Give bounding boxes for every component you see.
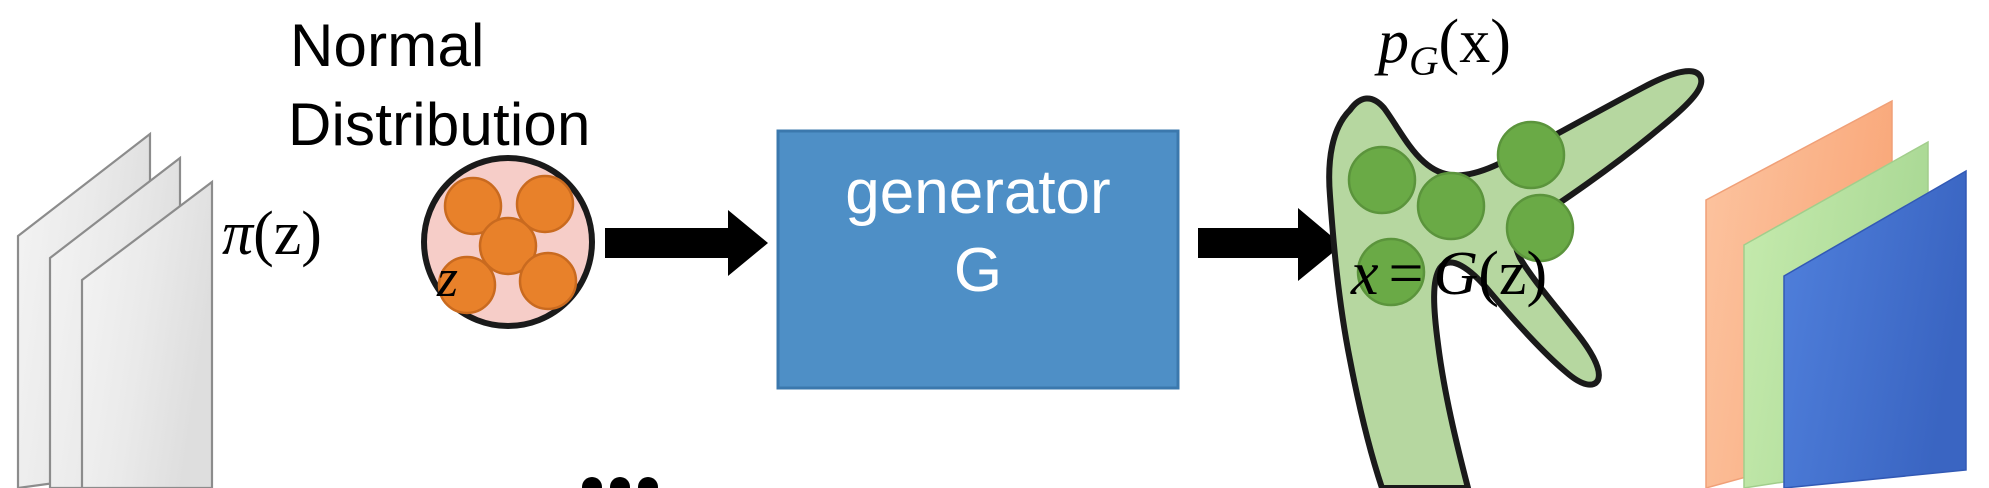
prior-pi-z-label: π(z)	[222, 203, 322, 265]
generator-label-line1: generator	[845, 158, 1111, 227]
equals-sign: =	[1388, 240, 1424, 308]
pg-argument: (x)	[1438, 8, 1511, 76]
input-data-planes	[16, 131, 214, 488]
latent-dot	[478, 216, 538, 276]
generated-dot	[1505, 193, 1575, 263]
normal-distribution-label-line2: Distribution	[288, 91, 591, 158]
latent-dot	[515, 174, 575, 234]
arrow-generator-to-output	[1198, 208, 1342, 281]
generator-label-line2: G	[953, 236, 1003, 305]
input-plane-front	[80, 179, 214, 488]
sample-argument: (z)	[1478, 240, 1548, 308]
sample-x-symbol: x	[1351, 240, 1379, 308]
generated-dot	[1416, 171, 1486, 241]
generated-dot	[1347, 145, 1417, 215]
generated-density-label: pG(x)	[1378, 11, 1511, 82]
output-planes	[1705, 99, 1967, 488]
sample-equation-label: x=G(z)	[1351, 243, 1547, 305]
generated-dot	[1496, 120, 1566, 190]
latent-variable-label: z	[437, 248, 459, 308]
sample-g-symbol: G	[1433, 240, 1479, 308]
generator-box	[776, 129, 1180, 390]
arrow-prior-to-generator-shape	[605, 210, 768, 276]
generator-box-rect	[776, 129, 1180, 390]
prior-arg: (z)	[253, 200, 322, 268]
output-plane-blue	[1783, 169, 1967, 488]
pg-p-symbol: p	[1378, 8, 1409, 76]
bottom-clipped-glyph	[582, 477, 658, 488]
generated-dot	[1356, 237, 1426, 307]
arrow-generator-to-output-shape	[1198, 208, 1342, 281]
prior-distribution	[421, 155, 595, 329]
normal-distribution-label-line1: Normal	[290, 12, 485, 79]
pg-subscript-g: G	[1409, 38, 1439, 84]
latent-dot	[437, 255, 497, 315]
prior-pi-symbol: π	[222, 200, 254, 268]
arrow-prior-to-generator	[605, 210, 768, 276]
latent-dot	[518, 251, 578, 311]
generated-distribution	[1326, 68, 1705, 488]
latent-dot	[443, 176, 503, 236]
